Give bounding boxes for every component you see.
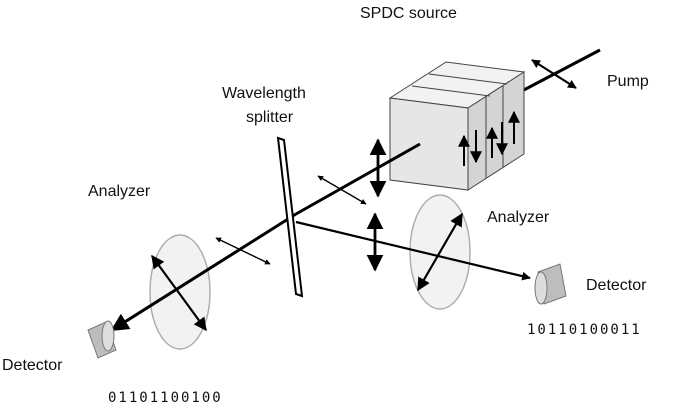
right-branch-beam: [295, 220, 531, 281]
diagonal-polarization-arrow: [215, 237, 271, 265]
crystal-layer-line: [411, 85, 491, 97]
spdc-crystal: [388, 61, 526, 191]
detector-left: [87, 320, 117, 359]
wavelength-splitter-label-line2: splitter: [246, 109, 294, 126]
detector-right: [534, 263, 567, 305]
analyzer-right-axis-arrow: [417, 212, 463, 292]
detector-right-aperture: [534, 271, 548, 305]
wavelength-splitter-plate: [276, 136, 304, 298]
detector-right-label: Detector: [586, 277, 647, 294]
wavelength-splitter-label-line1: Wavelength: [222, 85, 306, 102]
pump-label: Pump: [607, 73, 649, 90]
detector-left-aperture: [101, 320, 115, 352]
bitstream-left: 01101100100: [108, 390, 223, 406]
crystal-layer-line: [428, 73, 508, 85]
pump-polarization-arrow: [531, 59, 577, 89]
detector-left-label: Detector: [2, 357, 63, 374]
pump-beam: [519, 48, 601, 94]
bitstream-right: 10110100011: [527, 322, 642, 338]
diagonal-polarization-arrow: [317, 175, 367, 205]
spdc-source-label: SPDC source: [360, 5, 457, 22]
analyzer-right-label: Analyzer: [487, 209, 550, 226]
crystal-front-face: [389, 97, 469, 191]
analyzer-left-axis-arrow: [151, 254, 207, 332]
analyzer-left-label: Analyzer: [88, 183, 151, 200]
analyzer-left-disk: [149, 234, 211, 350]
